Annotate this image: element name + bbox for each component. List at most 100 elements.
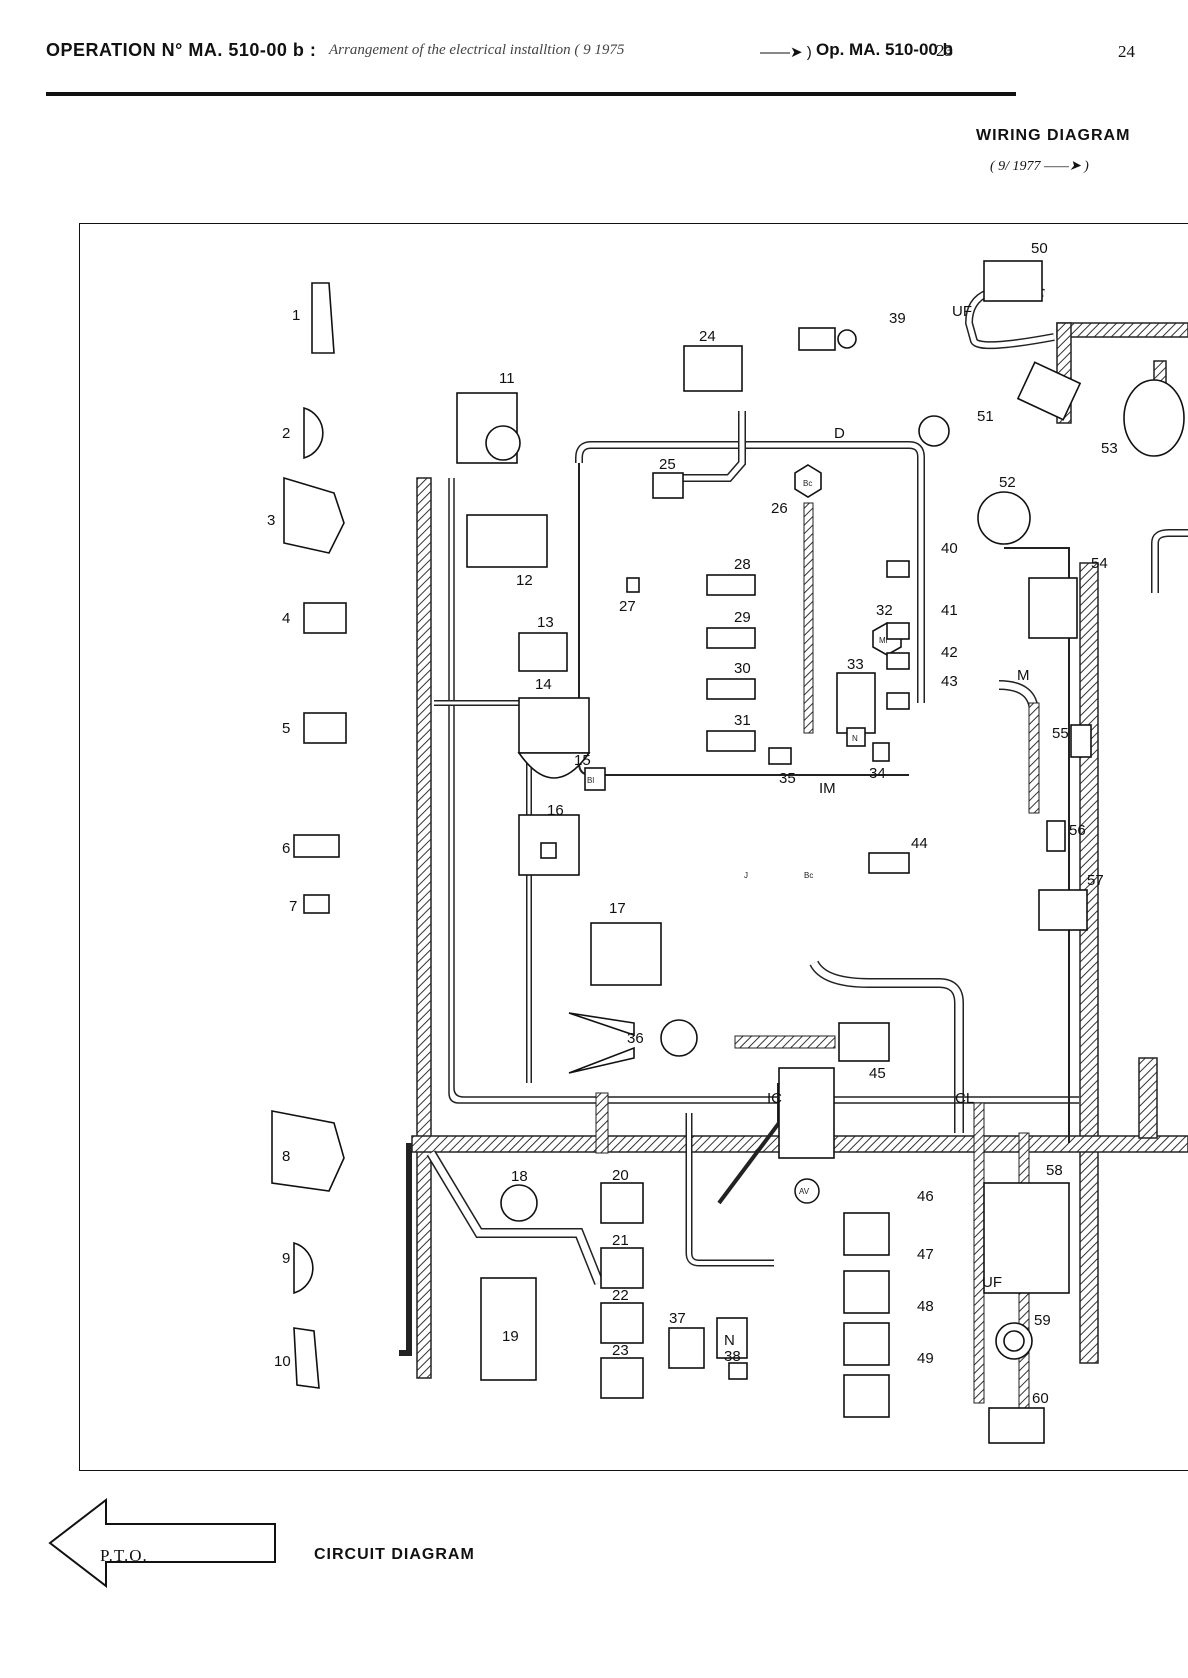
- component-label-46: 46: [917, 1188, 934, 1205]
- component-label-5: 5: [282, 720, 290, 737]
- component-label-41: 41: [941, 602, 958, 619]
- component-label-53: 53: [1101, 440, 1118, 457]
- unit-18: [500, 1184, 538, 1222]
- sensor-28: [706, 574, 756, 596]
- component-label-49: 49: [917, 1350, 934, 1367]
- switch-40: [886, 560, 910, 578]
- sensor-30: [706, 678, 756, 700]
- pto-arrow: [48, 1498, 276, 1588]
- lamp-10: [293, 1327, 320, 1389]
- switch-6: [293, 834, 340, 858]
- unit-11-dial: [485, 425, 521, 461]
- component-label-37: 37: [669, 1310, 686, 1327]
- unit-33-n: [846, 727, 866, 747]
- component-label-44: 44: [911, 835, 928, 852]
- component-label-8: 8: [282, 1148, 290, 1165]
- component-label-31: 31: [734, 712, 751, 729]
- unit-33: [836, 672, 876, 734]
- relay-22: [600, 1302, 644, 1344]
- component-label-27: 27: [619, 598, 636, 615]
- relay-49: [843, 1374, 890, 1418]
- date-arrow: ——➤ ): [760, 44, 812, 61]
- harness-label-uf-bottom: UF: [982, 1274, 1002, 1291]
- component-label-9: 9: [282, 1250, 290, 1267]
- unit-34: [872, 742, 890, 762]
- unit-38: [728, 1362, 748, 1380]
- unit-60: [988, 1407, 1045, 1444]
- component-label-43: 43: [941, 673, 958, 690]
- harness-label-d: D: [834, 425, 845, 442]
- component-label-47: 47: [917, 1246, 934, 1263]
- connector-27: [626, 577, 640, 593]
- unit-56: [1046, 820, 1066, 852]
- component-label-38: 38: [724, 1348, 741, 1365]
- component-label-4: 4: [282, 610, 290, 627]
- component-label-29: 29: [734, 609, 751, 626]
- component-label-26: 26: [771, 500, 788, 517]
- junction-box: [778, 1067, 835, 1159]
- component-label-60: 60: [1032, 1390, 1049, 1407]
- harness-label-uf: UF: [952, 303, 972, 320]
- diagram-title: WIRING DIAGRAM: [976, 127, 1131, 144]
- unit-54: [1028, 577, 1078, 639]
- component-label-54: 54: [1091, 555, 1108, 572]
- harness-label-av: AV: [799, 1187, 810, 1196]
- unit-7: [303, 894, 330, 914]
- reference-page: 23: [936, 41, 953, 60]
- component-label-23: 23: [612, 1342, 629, 1359]
- component-label-35: 35: [779, 770, 796, 787]
- harness-label-ic: IC: [767, 1090, 782, 1107]
- component-label-16: 16: [547, 802, 564, 819]
- relay-57: [1038, 889, 1088, 931]
- harness-label-im: IM: [819, 780, 836, 797]
- relay-48: [843, 1322, 890, 1366]
- fan-motor-5: [303, 712, 347, 744]
- component-label-40: 40: [941, 540, 958, 557]
- label-bl: Bl: [587, 776, 594, 785]
- switch-42: [886, 652, 910, 670]
- connector-24: [683, 345, 743, 392]
- component-label-1: 1: [292, 307, 300, 324]
- fuse-box-58: [983, 1182, 1070, 1294]
- sensor-26: [794, 464, 822, 498]
- component-label-17: 17: [609, 900, 626, 917]
- component-label-50: 50: [1031, 240, 1048, 257]
- sensor-29: [706, 627, 756, 649]
- relay-n: [716, 1317, 748, 1359]
- unit-51: [918, 415, 950, 447]
- lamp-39-bulb: [837, 329, 857, 349]
- page-number: 24: [1118, 42, 1135, 61]
- av-marker: [794, 1178, 820, 1204]
- component-label-30: 30: [734, 660, 751, 677]
- component-labels: 1 2 3 4 5 6 7 8 9 10 11 12 13 14 15 16 1…: [267, 240, 1118, 1407]
- unit-53: [1123, 379, 1185, 457]
- unit-55: [1070, 724, 1092, 758]
- component-label-32: 32: [876, 602, 893, 619]
- horn-36: [660, 1019, 698, 1057]
- diagram-frame: [79, 223, 1188, 1471]
- wiring-diagram: Bc Mr N N J Bc Bl D M IM IC CL UF UF AV …: [267, 240, 1188, 1444]
- component-label-3: 3: [267, 512, 275, 529]
- pto-label: P.T.O.: [100, 1546, 148, 1565]
- component-label-51: 51: [977, 408, 994, 425]
- component-label-18: 18: [511, 1168, 528, 1185]
- switch-41: [886, 622, 910, 640]
- page-header: OPERATION N° MA. 510-00 b : Arrangement …: [46, 38, 1046, 68]
- component-label-19: 19: [502, 1328, 519, 1345]
- unit-53-connector: [1016, 361, 1082, 421]
- relay-46: [843, 1212, 890, 1256]
- relay-47: [843, 1270, 890, 1314]
- label-n: N: [852, 734, 858, 743]
- unit-14-bowl: [517, 752, 591, 779]
- connector-35: [768, 747, 792, 765]
- component-label-7: 7: [289, 898, 297, 915]
- component-label-33: 33: [847, 656, 864, 673]
- connector-12: [466, 514, 548, 568]
- wiring-harness: [399, 285, 1188, 1424]
- headlamp-8: [271, 1110, 345, 1192]
- lamp-2: [303, 406, 324, 460]
- operation-reference: Op. MA. 510-00 b: [816, 40, 953, 59]
- relay-20: [600, 1182, 644, 1224]
- unit-59-inner: [1003, 1330, 1025, 1352]
- label-bc-connector: Bc: [804, 871, 813, 880]
